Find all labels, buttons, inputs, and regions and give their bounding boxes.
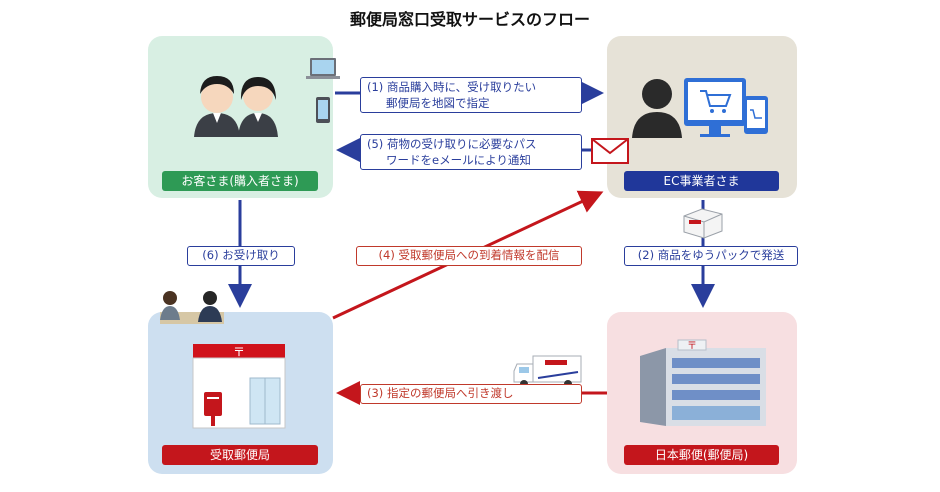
post-office-storefront-icon: 〒 (192, 344, 286, 429)
step5-line1: (5) 荷物の受け取りに必要なパス (367, 137, 537, 151)
svg-text:〒: 〒 (233, 345, 245, 359)
step6-note: (6) お受け取り (187, 246, 295, 266)
step3-note: (3) 指定の郵便局へ引き渡し (360, 384, 582, 404)
step1-line1: (1) 商品購入時に、受け取りたい (367, 80, 537, 94)
diagram-title: 郵便局窓口受取サービスのフロー (349, 10, 590, 29)
pickup-office-label: 受取郵便局 (162, 445, 318, 465)
laptop-and-phone-icon (306, 58, 340, 123)
japan-post-label: 日本郵便(郵便局) (624, 445, 779, 465)
yu-pack-box-icon (683, 208, 723, 239)
step1-line2: 郵便局を地図で指定 (386, 96, 490, 110)
step5-line2: ワードをeメールにより通知 (386, 153, 531, 167)
step2-note: (2) 商品をゆうパックで発送 (624, 246, 798, 266)
ec-label: EC事業者さま (624, 171, 779, 191)
step1-note: (1) 商品購入時に、受け取りたい 郵便局を地図で指定 (360, 77, 582, 113)
merchant-with-shopping-cart-screens-icon (632, 78, 768, 138)
post-office-building-icon: 〒 (640, 339, 766, 426)
customer-label: お客さま(購入者さま) (162, 171, 318, 191)
svg-text:〒: 〒 (687, 341, 697, 352)
two-people-icon (194, 76, 278, 137)
post-office-counter-clerk-icon (160, 291, 224, 324)
step4-note: (4) 受取郵便局への到着情報を配信 (356, 246, 582, 266)
delivery-truck-icon (513, 355, 582, 388)
envelope-icon (591, 138, 629, 164)
step5-note: (5) 荷物の受け取りに必要なパス ワードをeメールにより通知 (360, 134, 582, 170)
